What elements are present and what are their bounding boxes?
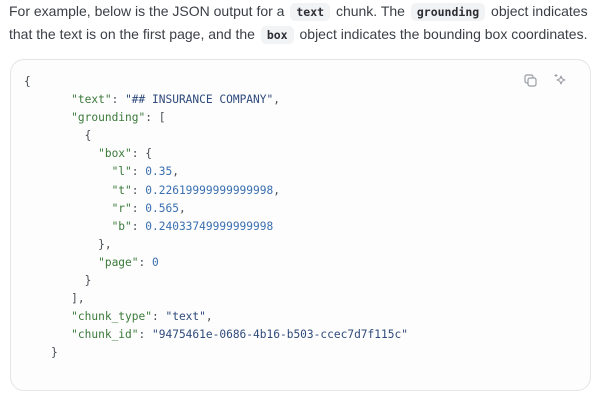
json-key: "grounding" [71, 111, 146, 125]
brace: } [50, 346, 58, 360]
brace: { [24, 75, 31, 88]
bracket: [ [158, 111, 166, 125]
json-key: "chunk_id" [71, 328, 139, 342]
code-block: { "text": "## INSURANCE COMPANY", "groun… [10, 59, 591, 391]
json-key: "r" [111, 201, 132, 215]
json-number: 0.24033749999999998 [145, 219, 274, 233]
inline-code-text: text [290, 3, 331, 21]
json-key: "chunk_type" [71, 310, 152, 324]
json-string: "9475461e-0686-4b16-b503-ccec7d7f115c" [152, 328, 408, 342]
json-number: 0.565 [145, 201, 179, 215]
brace: }, [98, 237, 112, 251]
brace: { [84, 129, 92, 143]
intro-text: object indicates the bounding box coordi… [295, 26, 588, 42]
json-number: 0.22619999999999998 [145, 183, 274, 197]
json-string: "## INSURANCE COMPANY" [125, 93, 274, 107]
json-key: "text" [71, 93, 112, 107]
intro-text: chunk. The [332, 3, 409, 19]
json-string: "text" [165, 310, 206, 324]
inline-code-box: box [260, 26, 294, 44]
sparkle-icon [554, 74, 566, 85]
copy-icon [523, 73, 537, 87]
copy-button[interactable] [522, 72, 538, 88]
json-key: "page" [98, 255, 139, 269]
brace: { [145, 147, 153, 161]
json-key: "box" [98, 147, 132, 161]
json-number: 0.35 [145, 165, 173, 179]
intro-text: For example, below is the JSON output fo… [9, 3, 289, 19]
brace: } [84, 274, 92, 288]
bracket: ], [71, 292, 85, 306]
code-toolbar [522, 72, 568, 88]
json-code: { "text": "## INSURANCE COMPANY", "groun… [24, 75, 408, 360]
json-key: "l" [111, 165, 132, 179]
json-number: 0 [152, 255, 159, 269]
intro-line-2: that the text is on the first page, and … [9, 23, 599, 46]
json-key: "t" [111, 183, 132, 197]
intro-text: object indicates [487, 3, 588, 19]
intro-line-1: For example, below is the JSON output fo… [9, 0, 599, 23]
intro-text: that the text is on the first page, and … [9, 26, 259, 42]
json-key: "b" [111, 219, 132, 233]
intro-paragraph: For example, below is the JSON output fo… [9, 0, 599, 46]
ai-assist-button[interactable] [552, 72, 568, 88]
inline-code-grounding: grounding [410, 3, 486, 21]
